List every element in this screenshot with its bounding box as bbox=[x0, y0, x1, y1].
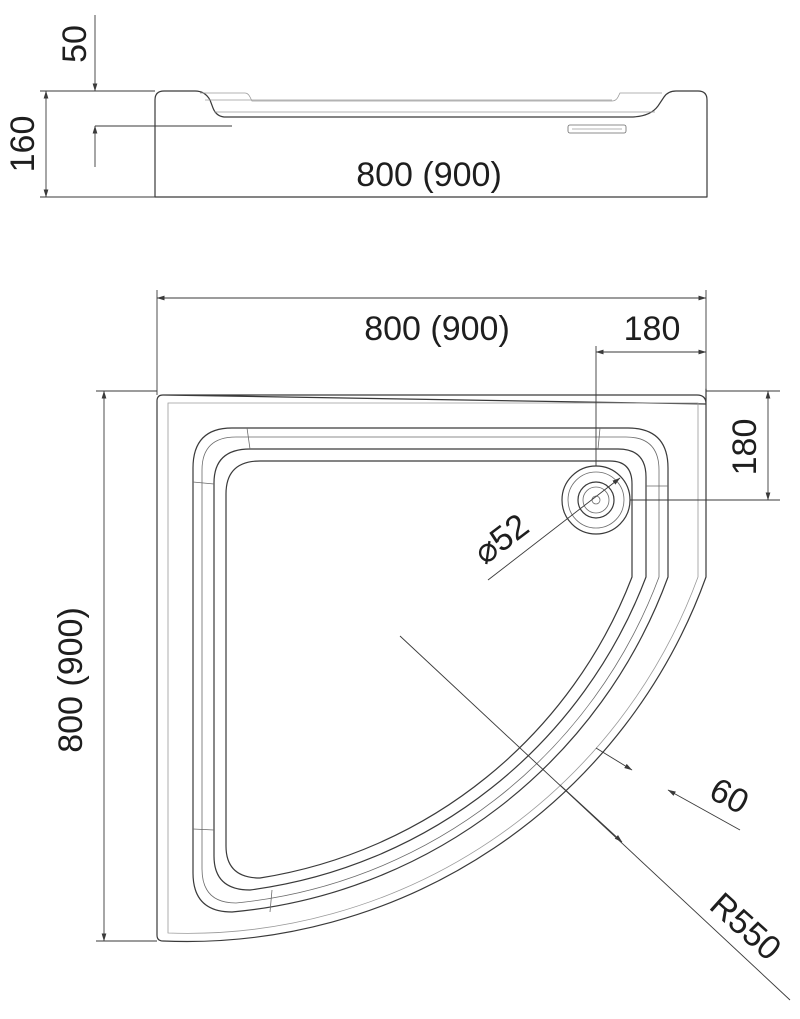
side-view-rim-line bbox=[200, 92, 662, 102]
top-view-width-label: 800 (900) bbox=[364, 310, 510, 348]
side-view: 50 160 800 (900) bbox=[4, 15, 708, 198]
side-view-depth-label: 50 bbox=[56, 25, 94, 63]
basin-floor bbox=[225, 460, 633, 879]
side-view-body bbox=[154, 90, 708, 198]
drain-y-label: 180 bbox=[726, 419, 764, 476]
side-view-width-label: 800 (900) bbox=[356, 156, 502, 194]
rim-width-leader-out bbox=[667, 789, 741, 831]
radius-line bbox=[399, 635, 791, 1001]
basin-step bbox=[213, 448, 647, 891]
rim-corner-tl bbox=[192, 427, 251, 485]
rim-outer bbox=[192, 427, 669, 913]
top-view-height-label: 800 (900) bbox=[52, 607, 90, 753]
rim-width-leader-in bbox=[595, 747, 633, 771]
tray-bevel bbox=[167, 402, 699, 934]
drain bbox=[561, 465, 631, 535]
rim-corner-bl bbox=[192, 828, 273, 913]
drain-diameter-label: ⌀52 bbox=[467, 506, 536, 571]
radius-label: R550 bbox=[702, 886, 788, 969]
rim-inner bbox=[201, 436, 660, 904]
drain-diameter-leader bbox=[487, 477, 621, 581]
radius-arrow bbox=[559, 784, 623, 843]
side-view-inner-line bbox=[205, 99, 655, 113]
side-view-height-label: 160 bbox=[4, 116, 42, 173]
top-view: 800 (900) 180 180 ⌀52 R550 60 800 (900) bbox=[52, 290, 791, 1001]
side-view-drain bbox=[567, 124, 627, 134]
tray-outline bbox=[156, 388, 707, 943]
drain-x-label: 180 bbox=[624, 310, 681, 348]
rim-corner-tr bbox=[597, 427, 668, 487]
